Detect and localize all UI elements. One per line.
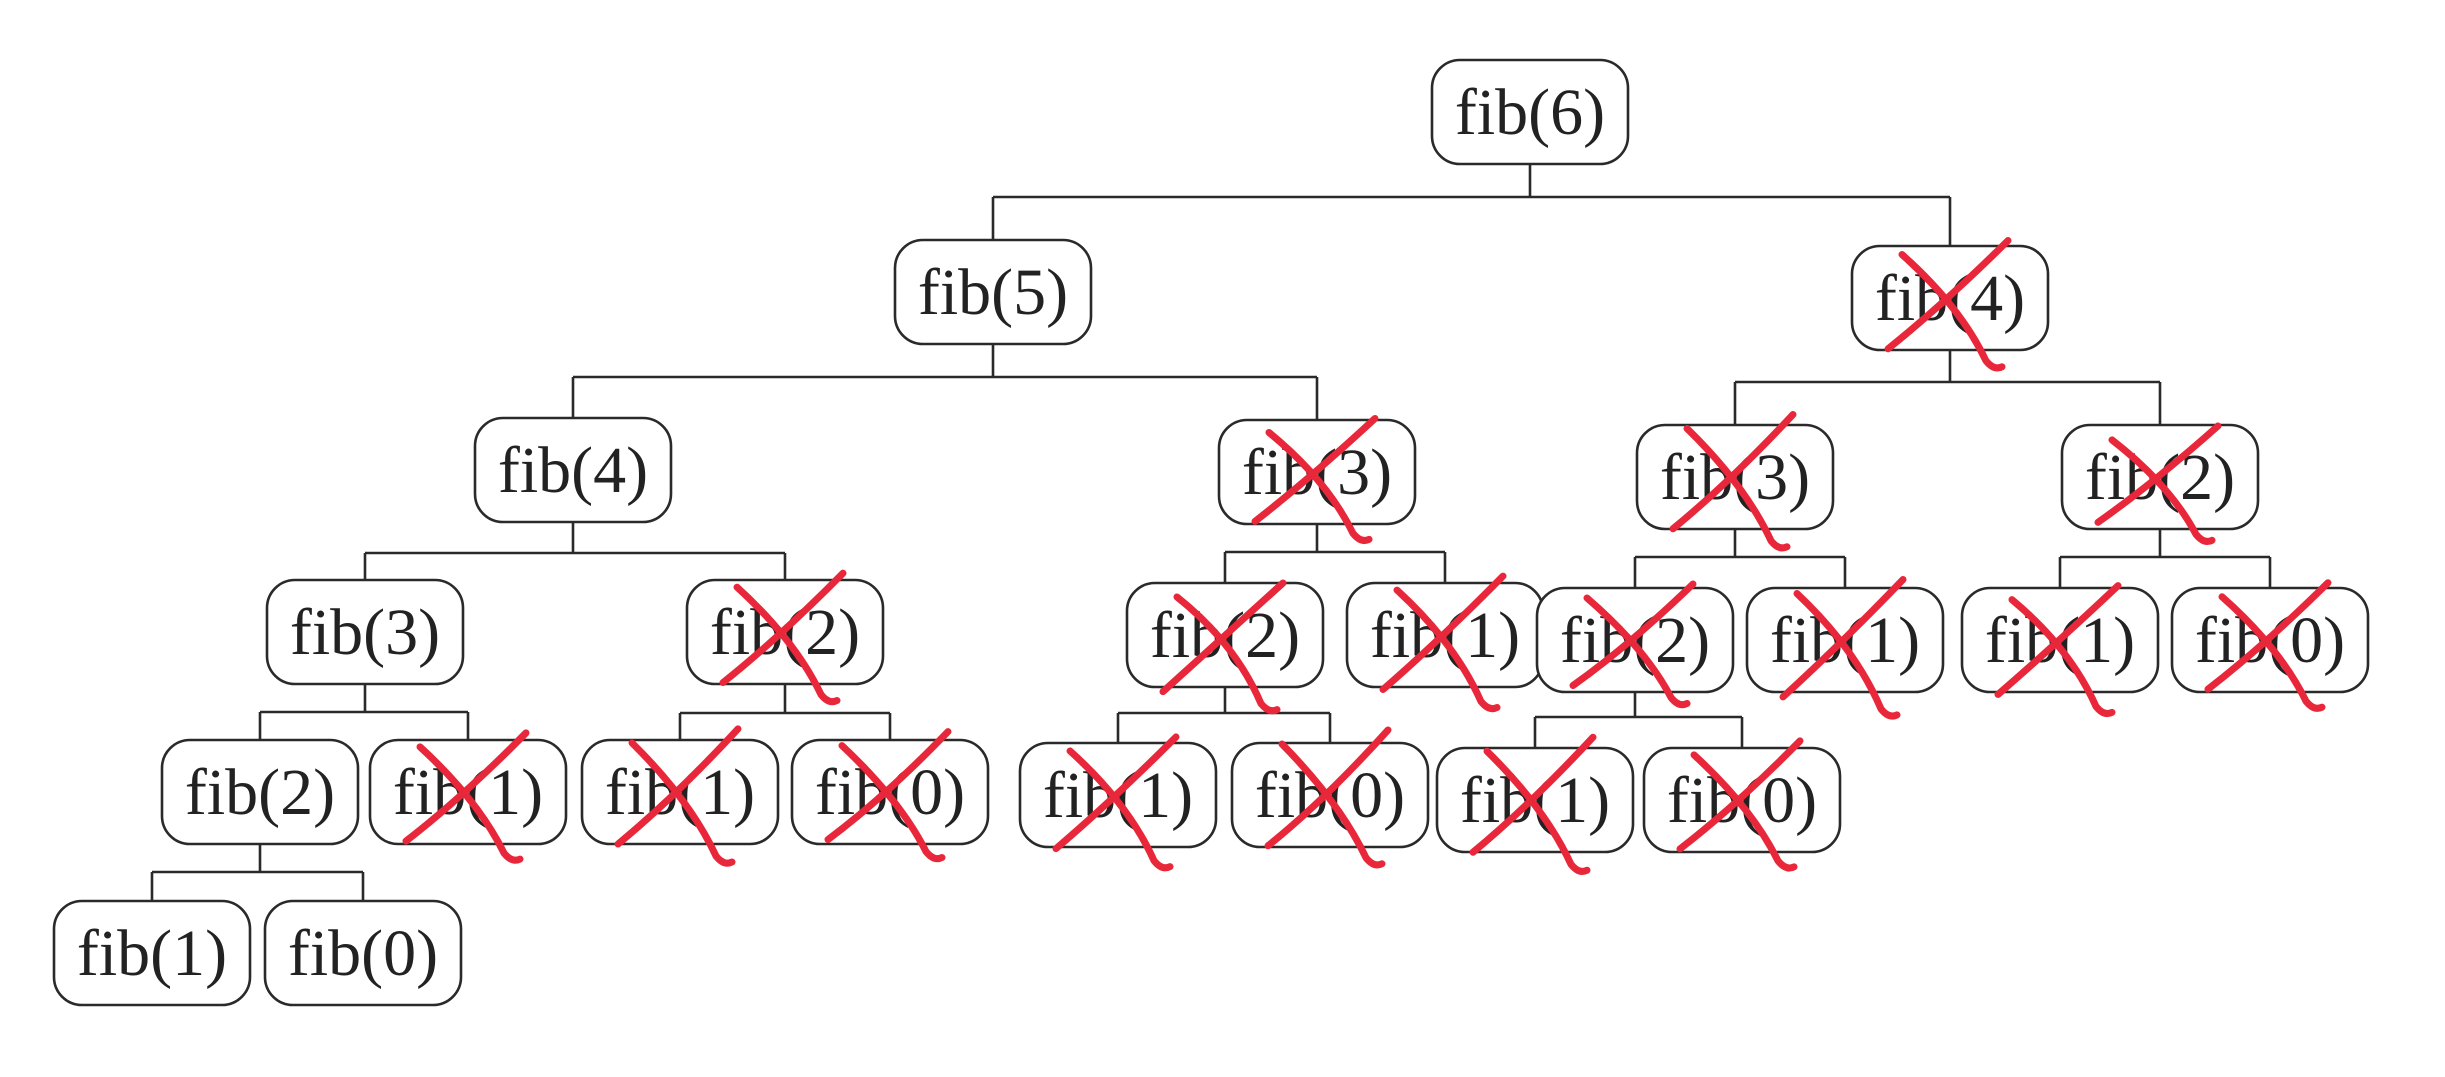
cross-out-mark (1994, 582, 2122, 718)
tree-edge-n3 (1733, 350, 2162, 425)
node-label: fib(5) (918, 256, 1068, 329)
tree-edge-n5 (1223, 524, 1447, 583)
cross-out-mark (1676, 737, 1804, 872)
cross-out-mark (719, 569, 847, 706)
node-label: fib(3) (290, 596, 440, 669)
tree-edge-n12 (1533, 692, 1744, 748)
cross-out-mark (1379, 572, 1507, 713)
cross-marks (402, 237, 2332, 875)
cross-out-mark (1052, 733, 1180, 872)
cross-out-mark (2204, 579, 2332, 712)
node-label: fib(2) (185, 756, 335, 829)
tree-edge-n2 (571, 344, 1319, 420)
cross-out-mark (1264, 726, 1392, 869)
tree-node: fib(5) (893, 238, 1093, 346)
cross-out-mark (1884, 237, 2012, 372)
node-box (52, 899, 252, 1007)
node-box (1430, 58, 1630, 166)
node-label: fib(4) (498, 434, 648, 507)
tree-node: fib(3) (265, 578, 465, 686)
tree-node: fib(6) (1430, 58, 1630, 166)
cross-out-mark (2094, 422, 2222, 545)
tree-edges (150, 164, 2272, 901)
tree-edge-n7 (2058, 529, 2272, 588)
tree-node: fib(1) (52, 899, 252, 1007)
cross-out-mark (1779, 576, 1907, 720)
cross-out-mark (1251, 414, 1379, 544)
tree-node: fib(2) (160, 738, 360, 846)
cross-out-mark (1159, 579, 1287, 715)
node-label: fib(6) (1455, 76, 1605, 149)
cross-out-mark (1669, 411, 1797, 552)
tree-edge-n16 (150, 844, 365, 901)
tree-nodes: fib(6)fib(5)fib(4)fib(4)fib(3)fib(3)fib(… (52, 58, 2370, 1007)
tree-edge-n4 (363, 522, 787, 580)
cross-out-mark (402, 729, 530, 864)
tree-node: fib(0) (263, 899, 463, 1007)
node-box (263, 899, 463, 1007)
tree-edge-n6 (1633, 529, 1847, 588)
node-box (893, 238, 1093, 346)
node-box (473, 416, 673, 524)
node-box (265, 578, 465, 686)
tree-edge-n9 (678, 684, 892, 740)
node-label: fib(1) (77, 917, 227, 990)
cross-out-mark (1469, 733, 1597, 875)
tree-edge-n8 (258, 684, 470, 740)
cross-out-mark (1569, 580, 1697, 709)
tree-edge-n1 (991, 164, 1952, 246)
tree-edge-n10 (1116, 687, 1332, 743)
cross-out-mark (614, 725, 742, 867)
cross-out-mark (824, 728, 952, 863)
node-box (160, 738, 360, 846)
node-label: fib(0) (288, 917, 438, 990)
tree-node: fib(4) (473, 416, 673, 524)
